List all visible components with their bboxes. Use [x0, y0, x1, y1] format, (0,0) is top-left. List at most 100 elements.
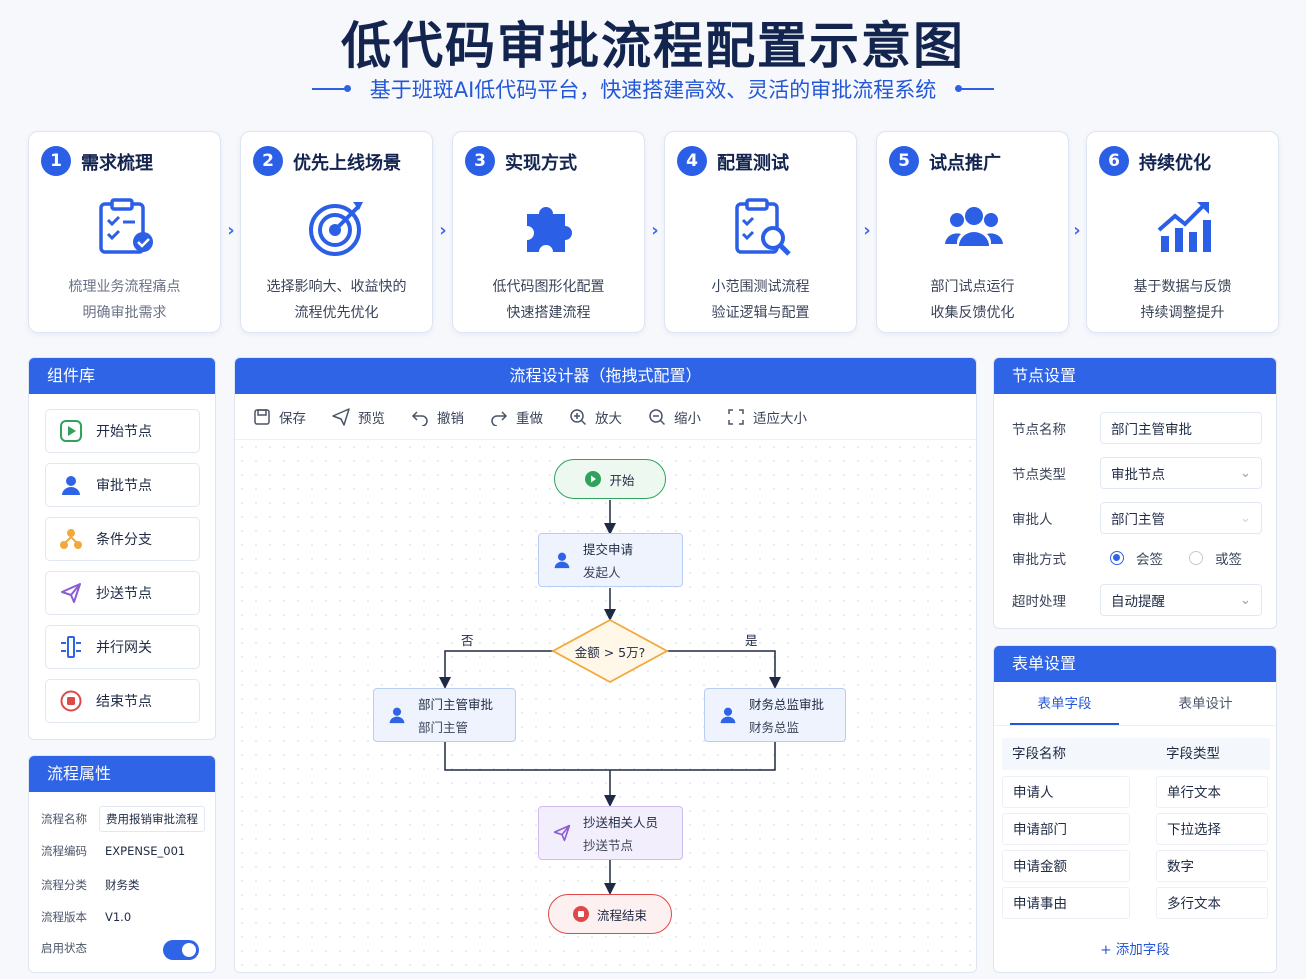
component-cc-node[interactable]: 抄送节点 [45, 571, 200, 615]
node-type-select[interactable]: 审批节点⌄ [1100, 457, 1262, 489]
component-approval-node[interactable]: 审批节点 [45, 463, 200, 507]
field-label: 节点名称 [1012, 422, 1066, 438]
send-icon [332, 407, 350, 426]
form-settings-tabs: 表单字段 表单设计 [994, 682, 1276, 726]
condition-node-label: 金额 > 5万? [574, 644, 646, 660]
preview-button[interactable]: 预览 [332, 407, 385, 427]
node-settings-panel: 节点设置 节点名称 部门主管审批 节点类型 审批节点⌄ 审批人 部门主管⌄ 审批… [993, 357, 1277, 629]
process-properties-title: 流程属性 [29, 756, 215, 792]
fit-screen-icon [728, 408, 744, 425]
field-type-cell: 下拉选择 [1156, 813, 1268, 845]
add-field-button[interactable]: + 添加字段 [1100, 942, 1170, 958]
prop-row-name: 流程名称 费用报销审批流程 [41, 806, 205, 832]
prop-name-input[interactable]: 费用报销审批流程 [99, 806, 205, 832]
component-end-node[interactable]: 结束节点 [45, 679, 200, 723]
redo-button[interactable]: 重做 [490, 407, 543, 427]
zoom-in-button[interactable]: 放大 [569, 407, 622, 427]
end-node-label: 流程结束 [596, 907, 647, 923]
page-title: 低代码审批流程配置示意图 [341, 17, 965, 75]
table-row[interactable]: 申请事由 多行文本 [1002, 887, 1270, 919]
component-start-node[interactable]: 开始节点 [45, 409, 200, 453]
end-node[interactable]: 流程结束 [548, 894, 672, 934]
dept-manager-approval-node[interactable]: 部门主管审批 部门主管 [373, 688, 516, 742]
undo-button[interactable]: 撤销 [411, 407, 464, 427]
chevron-down-icon: ⌄ [1239, 510, 1251, 526]
toolbar-label: 适应大小 [753, 410, 807, 427]
node-subtitle: 抄送节点 [583, 838, 634, 853]
step-description: 小范围测试流程 验证逻辑与配置 [665, 274, 856, 326]
step-title: 优先上线场景 [293, 153, 401, 174]
zoom-out-button[interactable]: 缩小 [648, 407, 701, 427]
save-button[interactable]: 保存 [253, 407, 306, 427]
play-icon [585, 471, 602, 487]
parallel-gateway-icon [61, 636, 81, 658]
condition-node-shape[interactable] [551, 618, 669, 684]
step-desc-line2: 验证逻辑与配置 [711, 305, 810, 321]
step-desc-line1: 部门试点运行 [930, 279, 1015, 295]
target-icon [309, 202, 363, 256]
node-title: 财务总监审批 [749, 697, 825, 712]
table-row[interactable]: 申请人 单行文本 [1002, 776, 1270, 808]
fit-size-button[interactable]: 适应大小 [727, 407, 807, 427]
start-node[interactable]: 开始 [554, 459, 666, 499]
step-title: 实现方式 [505, 153, 577, 174]
component-label: 开始节点 [96, 424, 152, 440]
branch-yes-label: 是 [745, 633, 758, 648]
subtitle-decoration-right [955, 85, 995, 92]
cc-node[interactable]: 抄送相关人员 抄送节点 [538, 806, 683, 860]
table-row[interactable]: 申请金额 数字 [1002, 850, 1270, 882]
prop-code-value[interactable]: EXPENSE_001 [105, 844, 186, 858]
component-condition-branch[interactable]: 条件分支 [45, 517, 200, 561]
step-desc-line1: 低代码图形化配置 [492, 279, 605, 295]
prop-label: 流程版本 [41, 910, 87, 924]
step-number: 6 [1099, 146, 1129, 176]
field-type-cell: 单行文本 [1156, 776, 1268, 808]
step-number: 5 [889, 146, 919, 176]
flow-designer-title: 流程设计器（拖拽式配置） [235, 358, 976, 394]
prop-row-category: 流程分类 财务类 [41, 873, 146, 897]
step-desc-line2: 收集反馈优化 [930, 305, 1015, 321]
connector [667, 650, 781, 689]
step-desc-line1: 梳理业务流程痛点 [68, 279, 181, 295]
finance-director-approval-node[interactable]: 财务总监审批 财务总监 [704, 688, 846, 742]
step-card-1: 1 需求梳理 梳理业务流程痛点 明确审批需求 [28, 131, 221, 333]
flow-canvas[interactable]: 开始 提交申请 发起人 金额 > 5万? 否 是 部门主管审批 部门主管 财 [235, 440, 976, 972]
step-card-4: 4 配置测试 小范围测试流程 验证逻辑与配置 [664, 131, 857, 333]
toolbar-label: 撤销 [437, 410, 464, 427]
select-value: 自动提醒 [1111, 594, 1165, 610]
approver-row: 审批人 部门主管⌄ [1012, 502, 1262, 534]
node-settings-title: 节点设置 [994, 358, 1276, 394]
step-desc-line2: 持续调整提升 [1140, 305, 1225, 321]
component-label: 结束节点 [96, 694, 152, 710]
stop-icon [572, 906, 589, 922]
step-card-3: 3 实现方式 低代码图形化配置 快速搭建流程 [452, 131, 645, 333]
toolbar-label: 缩小 [674, 410, 701, 427]
tab-form-design[interactable]: 表单设计 [1178, 696, 1233, 712]
node-title: 抄送相关人员 [583, 815, 659, 830]
node-type-row: 节点类型 审批节点⌄ [1012, 457, 1262, 489]
enabled-toggle[interactable] [163, 940, 199, 960]
step-card-6: 6 持续优化 基于数据与反馈 持续调整提升 [1086, 131, 1279, 333]
approver-select[interactable]: 部门主管⌄ [1100, 502, 1262, 534]
approval-mode-row: 审批方式 会签 或签 [1012, 548, 1242, 568]
field-label: 节点类型 [1012, 467, 1066, 483]
prop-row-code: 流程编码 EXPENSE_001 [41, 840, 191, 862]
subtitle-decoration-left [311, 85, 351, 92]
radio-or-sign[interactable] [1189, 551, 1203, 565]
tab-form-fields[interactable]: 表单字段 [1010, 682, 1119, 725]
chevron-down-icon: ⌄ [1239, 465, 1251, 481]
step-number: 2 [253, 146, 283, 176]
submit-request-node[interactable]: 提交申请 发起人 [538, 533, 683, 587]
column-header: 字段类型 [1166, 746, 1220, 762]
component-parallel-gateway[interactable]: 并行网关 [45, 625, 200, 669]
node-name-input[interactable]: 部门主管审批 [1100, 412, 1262, 444]
connector [439, 650, 553, 689]
radio-countersign[interactable] [1110, 551, 1124, 565]
step-description: 部门试点运行 收集反馈优化 [877, 274, 1068, 326]
table-row[interactable]: 申请部门 下拉选择 [1002, 813, 1270, 845]
timeout-select[interactable]: 自动提醒⌄ [1100, 584, 1262, 616]
prop-version-value[interactable]: V1.0 [105, 910, 132, 924]
field-label: 审批人 [1012, 512, 1053, 528]
prop-category-value[interactable]: 财务类 [105, 878, 140, 892]
branch-no-label: 否 [461, 633, 474, 648]
